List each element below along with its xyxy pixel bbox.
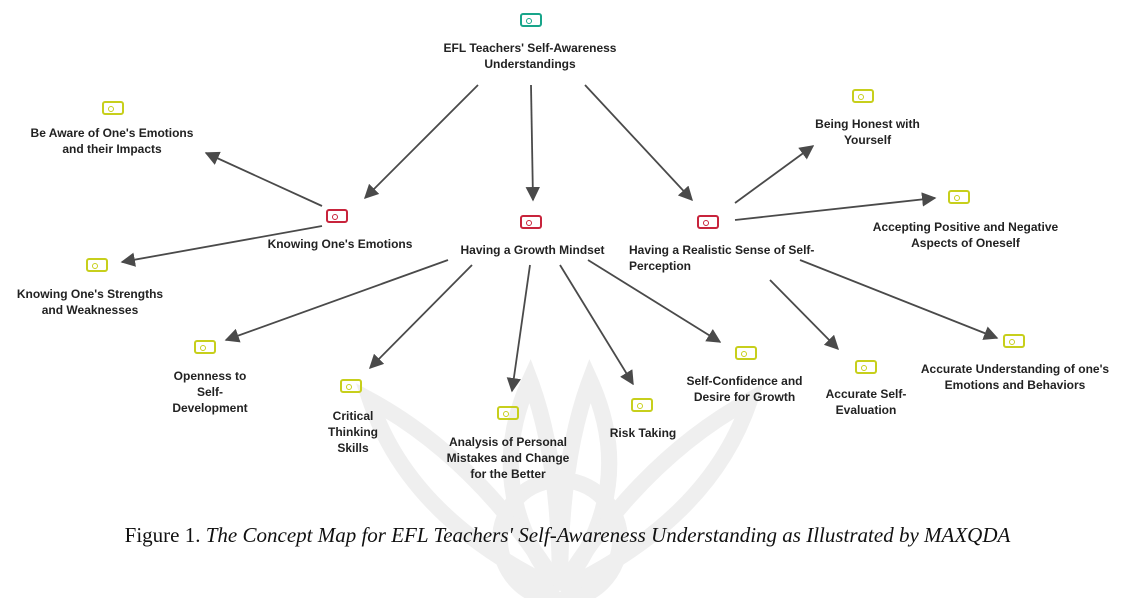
item-critical-label: Critical Thinking Skills <box>328 409 378 455</box>
category-knowing-label: Knowing One's Emotions <box>267 237 413 251</box>
item-aware-icon <box>102 101 124 115</box>
caption-prefix: Figure 1. <box>124 523 206 547</box>
item-analysis-label: Analysis of Personal Mistakes and Change… <box>446 435 570 481</box>
item-risk-label: Risk Taking <box>609 426 677 440</box>
edge-root-realistic <box>584 84 693 202</box>
item-honest-label: Being Honest with Yourself <box>815 117 920 147</box>
item-honest-icon <box>852 89 874 103</box>
caption-title: The Concept Map for EFL Teachers' Self-A… <box>205 523 1011 547</box>
edge-growth-analysis <box>506 264 531 393</box>
item-understanding-icon <box>1003 334 1025 348</box>
item-aware-label: Be Aware of One's Emotions and their Imp… <box>30 126 194 156</box>
item-understanding-label: Accurate Understanding of one's Emotions… <box>920 362 1110 392</box>
category-realistic-icon <box>697 215 719 229</box>
item-openness-icon <box>194 340 216 354</box>
edge-realistic-evaluation <box>769 279 840 351</box>
item-strengths-icon <box>86 258 108 272</box>
edge-root-knowing <box>363 84 479 200</box>
item-confidence-icon <box>735 346 757 360</box>
root-code-icon <box>520 13 542 27</box>
item-strengths-label: Knowing One's Strengths and Weaknesses <box>16 287 164 317</box>
item-confidence-label: Self-Confidence and Desire for Growth <box>686 374 803 404</box>
category-growth-icon <box>520 215 542 229</box>
item-accepting-icon <box>948 190 970 204</box>
item-evaluation-label: Accurate Self-Evaluation <box>825 387 907 417</box>
edge-growth-openness <box>224 259 449 343</box>
edge-knowing-strengths <box>120 225 323 267</box>
edge-growth-confidence <box>587 259 722 343</box>
item-accepting-label: Accepting Positive and Negative Aspects … <box>872 220 1059 250</box>
edge-root-growth <box>525 84 540 202</box>
item-openness-label: Openness to Self-Development <box>172 369 248 415</box>
edge-realistic-accepting <box>734 192 937 221</box>
edge-knowing-aware <box>204 151 323 207</box>
edge-growth-risk <box>559 264 634 386</box>
category-knowing-icon <box>326 209 348 223</box>
category-growth-label: Having a Growth Mindset <box>460 243 605 257</box>
item-analysis-icon <box>497 406 519 420</box>
edge-realistic-understanding <box>799 259 999 340</box>
item-critical-icon <box>340 379 362 393</box>
root-node-label: EFL Teachers' Self-Awareness Understandi… <box>443 41 617 71</box>
item-risk-icon <box>631 398 653 412</box>
edge-growth-critical <box>368 264 473 370</box>
edge-realistic-honest <box>734 145 815 204</box>
item-evaluation-icon <box>855 360 877 374</box>
category-realistic-label: Having a Realistic Sense of Self-Percept… <box>629 243 815 273</box>
figure-caption: Figure 1. The Concept Map for EFL Teache… <box>0 522 1135 549</box>
